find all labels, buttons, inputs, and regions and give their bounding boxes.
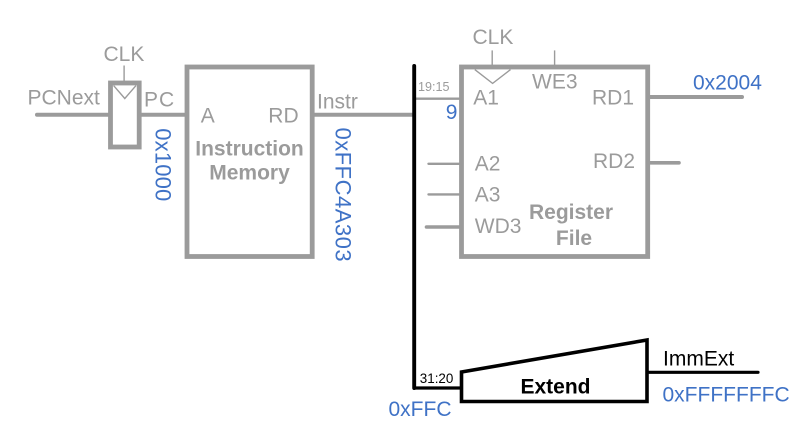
svg-text:31:20: 31:20 xyxy=(420,371,454,386)
svg-text:WE3: WE3 xyxy=(532,71,578,94)
svg-text:File: File xyxy=(556,227,592,250)
svg-text:0x2004: 0x2004 xyxy=(693,71,762,94)
svg-text:Register: Register xyxy=(529,201,613,224)
svg-text:Memory: Memory xyxy=(209,161,290,184)
svg-text:A1: A1 xyxy=(473,87,499,110)
svg-text:RD2: RD2 xyxy=(593,150,635,173)
svg-text:Extend: Extend xyxy=(520,376,590,399)
svg-text:0xFFC4A303: 0xFFC4A303 xyxy=(330,128,355,263)
svg-text:A3: A3 xyxy=(475,183,501,206)
svg-text:Instruction: Instruction xyxy=(195,137,304,160)
svg-text:ImmExt: ImmExt xyxy=(663,348,734,371)
svg-text:Instr: Instr xyxy=(317,91,358,114)
svg-text:RD: RD xyxy=(268,105,298,128)
svg-text:9: 9 xyxy=(446,101,458,124)
svg-text:CLK: CLK xyxy=(473,26,514,49)
svg-text:19:15: 19:15 xyxy=(418,80,450,94)
svg-text:0xFFC: 0xFFC xyxy=(389,398,452,421)
svg-text:0xFFFFFFFC: 0xFFFFFFFC xyxy=(663,383,790,406)
svg-text:PCNext: PCNext xyxy=(28,87,101,110)
svg-text:PC: PC xyxy=(144,89,175,112)
svg-text:A2: A2 xyxy=(475,152,501,175)
svg-text:CLK: CLK xyxy=(104,43,145,66)
svg-text:WD3: WD3 xyxy=(475,215,522,238)
svg-text:RD1: RD1 xyxy=(592,87,634,110)
svg-text:0x1000: 0x1000 xyxy=(151,128,176,201)
svg-text:A: A xyxy=(201,105,215,128)
